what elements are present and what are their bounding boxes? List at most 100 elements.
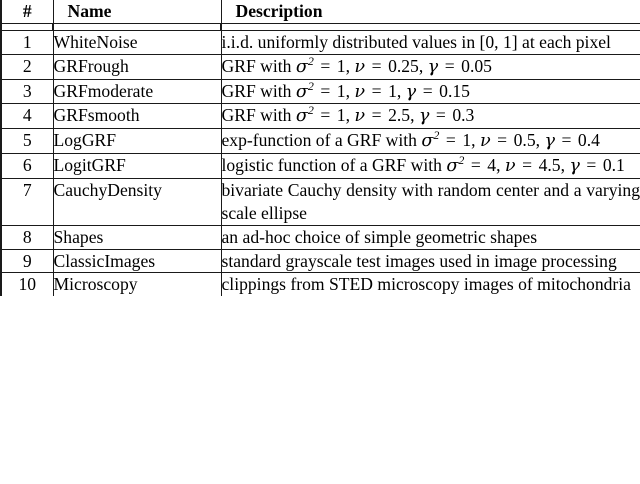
column-header-name-label: Name (67, 1, 112, 21)
row-name: LogitGRF (53, 153, 222, 179)
math-comma: , (560, 155, 565, 176)
column-header-description: Description (221, 0, 640, 24)
header-rule-segment-description (220, 22, 640, 31)
desc-text-part: at each pixel (522, 31, 611, 52)
math-nu-value: 1 (388, 80, 397, 101)
math-equals: = (371, 105, 382, 126)
row-description: standard grayscale test images used in i… (221, 248, 640, 273)
row-description: exp-function of a GRF with σ2 = 1, ν = 0… (221, 128, 640, 154)
row-name: GRFsmooth (53, 103, 222, 129)
dataset-spec-table: # Name Description 1 WhiteNoise i.i. (0, 0, 640, 297)
math-equals: = (320, 55, 331, 76)
table-row: 9 ClassicImages standard grayscale test … (0, 248, 640, 273)
math-equals: = (522, 155, 533, 176)
row-description: clippings from STED microscopy images of… (221, 272, 640, 297)
table-body: 1 WhiteNoise i.i.d. uniformly distribute… (0, 22, 640, 297)
math-equals: = (561, 130, 572, 151)
math-nu-value: 0.25 (388, 55, 419, 76)
table-row: 1 WhiteNoise i.i.d. uniformly distribute… (0, 29, 640, 55)
desc-text-part: logistic function of a GRF with (221, 155, 442, 176)
desc-text-part: GRF with (221, 80, 292, 101)
row-description: GRF with σ2 = 1, ν = 1, γ = 0.15 (221, 78, 640, 104)
desc-text-part: GRF with (221, 105, 292, 126)
math-nu-value: 2.5 (388, 105, 411, 126)
math-comma: , (396, 80, 402, 101)
row-name: Microscopy (53, 272, 222, 297)
math-gamma: γ (418, 106, 430, 127)
math-sigma-value: 4 (487, 155, 497, 176)
math-gamma-value: 0.05 (461, 55, 492, 76)
math-comma: , (418, 55, 424, 76)
math-gamma-value: 0.3 (452, 105, 475, 126)
row-description: bivariate Cauchy density with random cen… (221, 178, 640, 226)
math-equals: = (445, 130, 456, 151)
table-header: # Name Description (0, 0, 640, 24)
row-description: logistic function of a GRF with σ2 = 4, … (221, 153, 640, 179)
row-name: GRFrough (53, 53, 222, 80)
math-gamma: γ (427, 56, 439, 77)
math-gamma: γ (544, 131, 555, 152)
table-row: 5 LogGRF exp-function of a GRF with σ2 =… (0, 128, 640, 154)
header-rule-segment-number (0, 22, 54, 31)
row-number: 8 (0, 224, 54, 250)
math-comma: , (535, 130, 541, 151)
row-number: 7 (0, 178, 54, 226)
row-name: Shapes (53, 224, 222, 250)
math-gamma: γ (405, 81, 417, 102)
math-nu: ν (354, 81, 366, 102)
header-double-rule (0, 22, 640, 31)
row-description: GRF with σ2 = 1, ν = 2.5, γ = 0.3 (221, 103, 640, 129)
math-sigma-squared: σ2 (295, 103, 314, 127)
math-equals: = (422, 80, 433, 101)
row-name: GRFmoderate (53, 78, 222, 104)
desc-text-part: i.i.d. uniformly distributed values in (221, 31, 476, 52)
header-rule-segment-name (52, 22, 222, 31)
math-equals: = (320, 80, 331, 101)
column-header-description-label: Description (235, 1, 323, 21)
math-nu-value: 0.5 (513, 130, 536, 151)
column-header-number: # (0, 0, 54, 24)
math-nu: ν (354, 56, 366, 77)
math-comma: , (410, 105, 415, 126)
row-number: 5 (0, 128, 54, 154)
math-sigma-value: 1 (336, 55, 346, 76)
math-sigma-squared: σ2 (446, 153, 465, 177)
row-name: ClassicImages (53, 248, 222, 273)
row-name: LogGRF (53, 128, 222, 154)
math-gamma-value: 0.1 (602, 155, 625, 176)
column-header-name: Name (53, 0, 222, 24)
row-number: 6 (0, 153, 54, 179)
math-gamma-value: 0.15 (439, 80, 470, 101)
table-row: 8 Shapes an ad-hoc choice of simple geom… (0, 224, 640, 250)
desc-text-part: GRF with (221, 55, 292, 76)
math-nu: ν (504, 156, 516, 177)
math-nu: ν (354, 106, 366, 127)
math-sigma-squared: σ2 (295, 53, 314, 77)
math-comma: , (345, 80, 350, 101)
table-row: 10 Microscopy clippings from STED micros… (0, 272, 640, 297)
math-equals: = (371, 80, 382, 101)
math-equals: = (435, 105, 446, 126)
math-sigma-value: 1 (336, 105, 346, 126)
math-equals: = (371, 55, 382, 76)
column-header-number-label: # (22, 1, 32, 21)
row-number: 1 (0, 29, 54, 55)
row-name: WhiteNoise (53, 29, 222, 55)
math-equals: = (320, 105, 331, 126)
math-comma: , (345, 105, 350, 126)
table-header-row: # Name Description (0, 0, 640, 24)
table-row: 4 GRFsmooth GRF with σ2 = 1, ν = 2.5, γ … (0, 103, 640, 129)
math-equals: = (470, 155, 481, 176)
math-sigma-value: 1 (336, 80, 346, 101)
math-nu-value: 4.5 (538, 155, 561, 176)
math-comma: , (345, 55, 350, 76)
table-row: 2 GRFrough GRF with σ2 = 1, ν = 0.25, γ … (0, 53, 640, 80)
math-gamma: γ (569, 156, 580, 177)
math-comma: , (471, 130, 476, 151)
row-description: i.i.d. uniformly distributed values in [… (221, 29, 640, 55)
math-equals: = (497, 130, 508, 151)
math-sigma-value: 1 (462, 130, 472, 151)
math-equals: = (586, 155, 597, 176)
row-number: 9 (0, 248, 54, 273)
